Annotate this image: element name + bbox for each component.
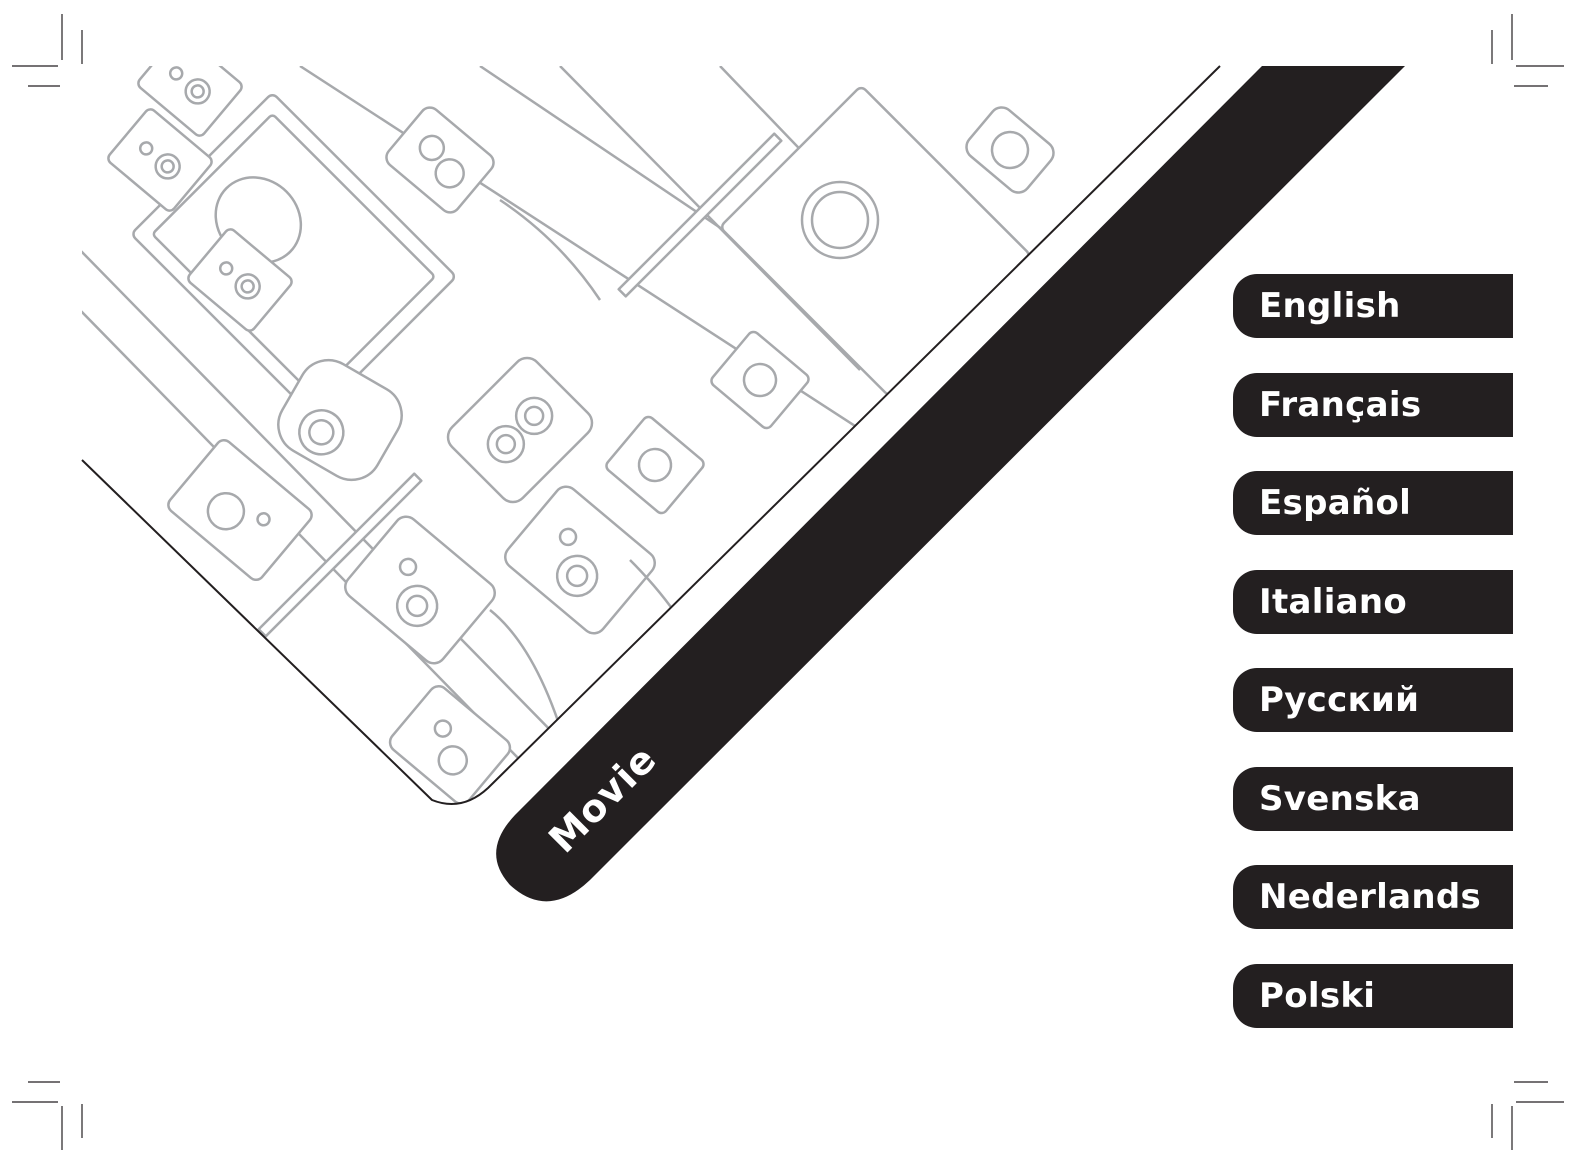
language-label: Svenska — [1259, 779, 1421, 819]
illustration-border — [81, 65, 1221, 805]
speaker-5 — [965, 106, 1055, 194]
language-label: Italiano — [1259, 582, 1408, 622]
language-tab-espanol[interactable]: Español — [1233, 471, 1513, 535]
speaker-8 — [710, 330, 810, 430]
speaker-10 — [167, 438, 313, 582]
speaker-12 — [504, 485, 656, 635]
language-tab-russian[interactable]: Русский — [1233, 668, 1513, 732]
wall-bracket-2 — [257, 472, 423, 638]
speaker-illustration — [82, 66, 1081, 804]
crop-marks — [12, 14, 1564, 1150]
diagonal-band — [496, 66, 1406, 902]
language-tab-english[interactable]: English — [1233, 274, 1513, 338]
language-label: English — [1259, 286, 1401, 326]
language-tab-nederlands[interactable]: Nederlands — [1233, 865, 1513, 929]
language-tab-svenska[interactable]: Svenska — [1233, 767, 1513, 831]
language-tab-italiano[interactable]: Italiano — [1233, 570, 1513, 634]
speaker-9 — [605, 415, 705, 515]
language-tab-polski[interactable]: Polski — [1233, 964, 1513, 1028]
language-tab-francais[interactable]: Français — [1233, 373, 1513, 437]
speaker-7 — [277, 358, 403, 482]
subwoofer-left — [132, 93, 456, 417]
speaker-13 — [388, 685, 512, 804]
wall-bracket-1 — [617, 132, 783, 298]
language-label: Русский — [1259, 680, 1420, 720]
language-label: Français — [1259, 385, 1422, 425]
language-label: Español — [1259, 483, 1412, 523]
subwoofer-right — [721, 86, 1030, 396]
speaker-11 — [344, 515, 496, 665]
language-label: Nederlands — [1259, 877, 1482, 917]
speaker-6 — [446, 356, 594, 504]
speaker-1 — [107, 108, 213, 212]
speaker-3 — [187, 228, 293, 332]
speaker-2 — [137, 66, 243, 137]
speaker-4 — [385, 106, 495, 214]
language-label: Polski — [1259, 976, 1376, 1016]
